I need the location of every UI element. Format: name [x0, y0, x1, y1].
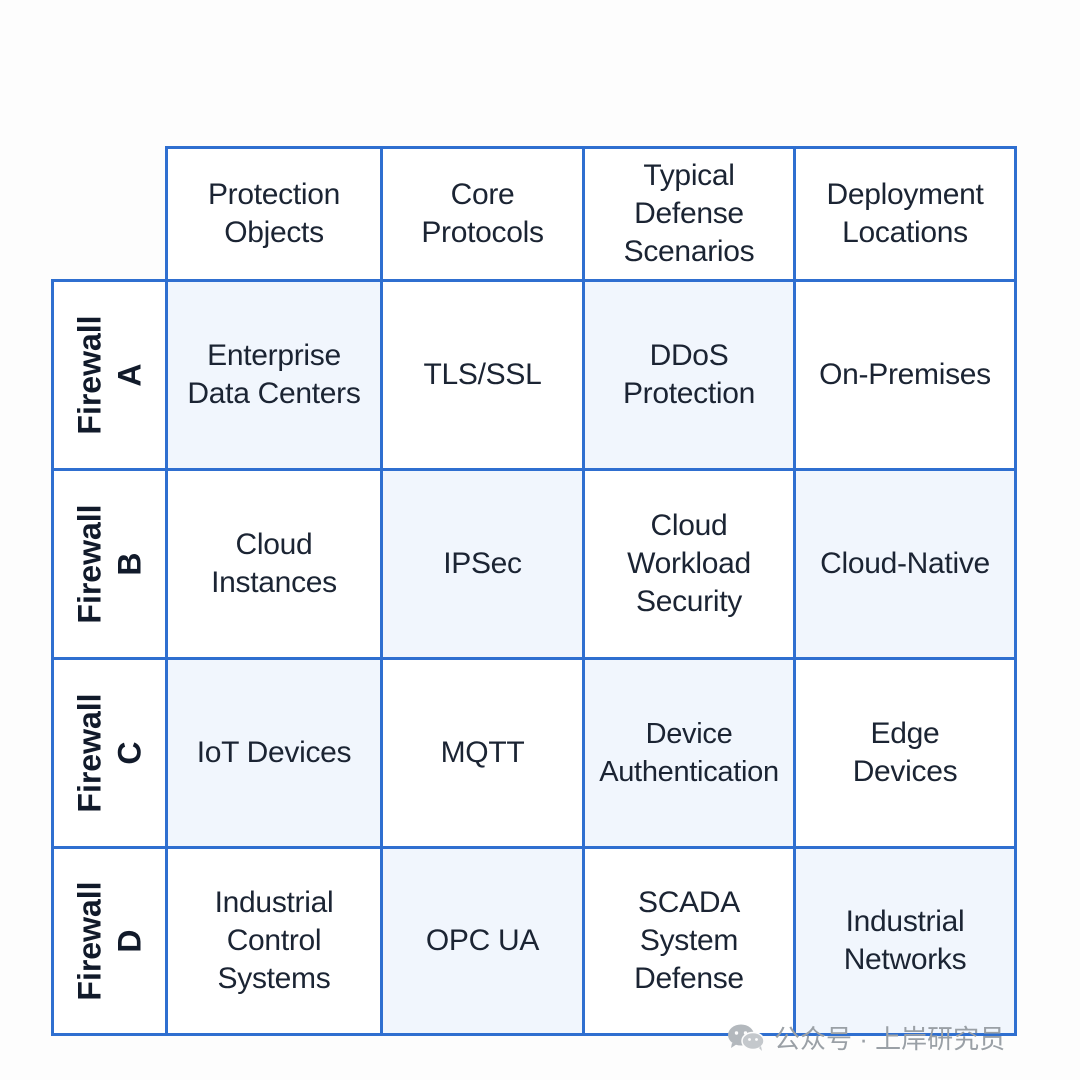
cell-text: Industrial Networks [843, 905, 967, 976]
cell-text: MQTT [440, 736, 525, 769]
cell-text: Device Authentication [599, 718, 779, 788]
cell-text: Edge Devices [852, 717, 958, 788]
row-header-firewall-b: Firewall B [51, 468, 168, 660]
column-header-label: Deployment Locations [826, 178, 984, 249]
table-cell: Industrial Networks [793, 846, 1017, 1036]
row-header-label: Firewall B [71, 504, 148, 624]
row-header-label: Firewall A [71, 315, 148, 435]
cell-text: Industrial Control Systems [214, 886, 334, 995]
cell-text: IPSec [443, 547, 522, 580]
row-header-firewall-a: Firewall A [51, 279, 168, 471]
row-header-label: Firewall D [71, 881, 148, 1001]
cell-text: SCADA System Defense [634, 886, 744, 995]
column-header-protection-objects: Protection Objects [165, 146, 383, 282]
cell-text: Cloud Workload Security [627, 509, 751, 618]
column-header-label: Core Protocols [421, 178, 544, 249]
cell-text: DDoS Protection [622, 339, 756, 410]
table-cell: Cloud Workload Security [582, 468, 796, 660]
watermark-text: 公众号 · 上岸研究员 [774, 1023, 1006, 1054]
table-cell: Edge Devices [793, 657, 1017, 849]
cell-text: Cloud Instances [211, 528, 337, 599]
column-header-label: Typical Defense Scenarios [623, 159, 755, 268]
column-header-core-protocols: Core Protocols [380, 146, 585, 282]
column-header-typical-defense-scenarios: Typical Defense Scenarios [582, 146, 796, 282]
table-cell: On-Premises [793, 279, 1017, 471]
table-cell: Cloud Instances [165, 468, 383, 660]
table-cell: Cloud-Native [793, 468, 1017, 660]
table-cell: IPSec [380, 468, 585, 660]
table-cell: TLS/SSL [380, 279, 585, 471]
cell-text: Enterprise Data Centers [187, 339, 361, 410]
watermark: 公众号 · 上岸研究员 [726, 1017, 1005, 1057]
cell-text: On-Premises [819, 358, 991, 391]
table-cell: OPC UA [380, 846, 585, 1036]
cell-text: IoT Devices [196, 736, 352, 769]
table-cell: IoT Devices [165, 657, 383, 849]
table-cell: Enterprise Data Centers [165, 279, 383, 471]
table-cell: SCADA System Defense [582, 846, 796, 1036]
table-cell: Device Authentication [582, 657, 796, 849]
cell-text: OPC UA [425, 924, 540, 957]
table-cell: DDoS Protection [582, 279, 796, 471]
row-header-firewall-c: Firewall C [51, 657, 168, 849]
wechat-icon [728, 1024, 765, 1051]
table-cell: MQTT [380, 657, 585, 849]
table-cell: Industrial Control Systems [165, 846, 383, 1036]
column-header-label: Protection Objects [207, 178, 341, 249]
row-header-label: Firewall C [71, 693, 148, 813]
column-header-deployment-locations: Deployment Locations [793, 146, 1017, 282]
cell-text: Cloud-Native [820, 547, 990, 580]
row-header-firewall-d: Firewall D [51, 846, 168, 1036]
cell-text: TLS/SSL [423, 358, 542, 391]
